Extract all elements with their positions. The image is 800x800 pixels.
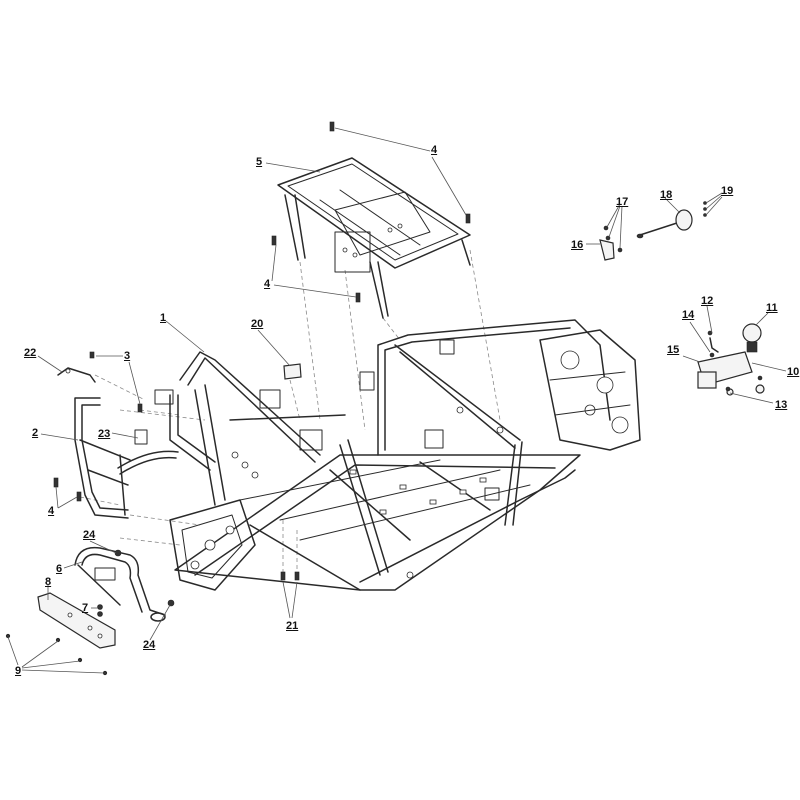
callout-7: 7 [82,602,89,614]
leader-lines [7,127,787,674]
callout-4: 4 [431,144,438,156]
callout-6: 6 [56,563,63,575]
gusset-plate-part [283,363,302,380]
lower-bumper-part [74,546,166,622]
callout-12: 12 [701,295,714,307]
callout-20: 20 [251,318,264,330]
fasteners [5,121,763,676]
cross-bar-part [117,429,179,475]
callout-11: 11 [766,302,778,314]
sensor-assembly [599,201,707,261]
callout-18: 18 [660,189,673,201]
callout-14: 14 [682,309,695,321]
callout-1: 1 [160,312,167,324]
hitch-assembly [697,323,765,396]
callout-4: 4 [264,278,271,290]
skid-plate-part [37,592,116,649]
callout-17: 17 [616,196,629,208]
callout-23: 23 [98,428,111,440]
callout-13: 13 [775,399,788,411]
callout-5: 5 [256,156,263,168]
upper-cargo-frame [277,157,471,319]
callout-19: 19 [721,185,734,197]
callout-10: 10 [787,366,800,378]
callout-15: 15 [667,344,680,356]
callout-16: 16 [571,239,584,251]
callout-21: 21 [286,620,299,632]
callout-8: 8 [45,576,52,588]
callout-24: 24 [83,529,96,541]
callout-4: 4 [48,505,55,517]
callout-2: 2 [32,427,39,439]
callout-9: 9 [15,665,22,677]
bracket-part [57,367,96,383]
front-guard-frame [74,397,131,519]
callout-24: 24 [143,639,156,651]
callout-22: 22 [24,347,37,359]
assembly-dash-lines [79,249,501,580]
callout-3: 3 [124,350,131,362]
main-chassis-frame [154,319,641,591]
